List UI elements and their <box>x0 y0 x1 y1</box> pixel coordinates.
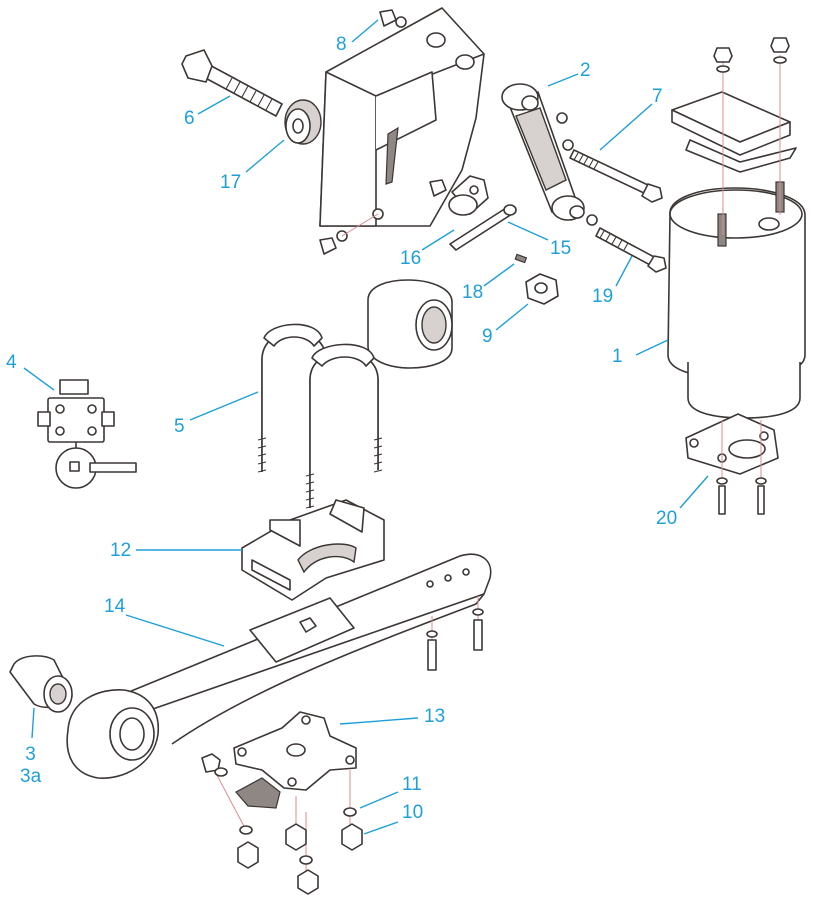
callout-3: 3 3a <box>20 744 42 787</box>
callout-4: 4 <box>6 352 17 373</box>
air-spring-lower-plate <box>685 413 779 515</box>
callout-7: 7 <box>652 86 663 107</box>
air-spring <box>667 181 806 419</box>
pin <box>449 204 517 251</box>
callout-17: 17 <box>220 172 242 193</box>
lock-nut <box>525 273 559 305</box>
callout-14: 14 <box>104 596 126 617</box>
set-screw <box>514 253 528 264</box>
trailing-arm <box>66 553 492 779</box>
long-bolt <box>569 149 663 203</box>
air-spring-top-plate <box>671 37 797 235</box>
u-bolts <box>257 323 383 509</box>
pivot-bushing <box>284 99 322 145</box>
callout-11: 11 <box>402 774 422 795</box>
hardware-washers-nuts <box>201 753 363 895</box>
lower-shock-bolt <box>595 227 667 273</box>
bushing-sleeve <box>367 279 453 369</box>
shock-absorber <box>501 83 598 226</box>
callout-1: 1 <box>612 346 623 367</box>
callout-16: 16 <box>400 248 422 269</box>
arm-bushing <box>9 655 73 713</box>
callout-leader-lines <box>23 19 709 835</box>
callout-5: 5 <box>174 416 185 437</box>
hanger-bracket <box>319 7 485 255</box>
callout-15: 15 <box>550 238 572 259</box>
pivot-bolt <box>181 49 283 117</box>
cam-adjuster <box>448 175 489 216</box>
callout-18: 18 <box>462 282 484 303</box>
callout-2: 2 <box>580 60 591 81</box>
callout-20: 20 <box>656 508 678 529</box>
callout-19: 19 <box>592 286 614 307</box>
callout-12: 12 <box>110 540 132 561</box>
lower-axle-plate <box>233 711 357 809</box>
callout-8: 8 <box>336 34 347 55</box>
callout-10: 10 <box>402 802 424 823</box>
axle-seat <box>241 499 385 601</box>
callout-9: 9 <box>482 326 493 347</box>
arm-bolts <box>426 596 484 671</box>
height-control-valve <box>37 379 137 489</box>
callout-6: 6 <box>184 108 195 129</box>
callout-13: 13 <box>424 706 446 727</box>
